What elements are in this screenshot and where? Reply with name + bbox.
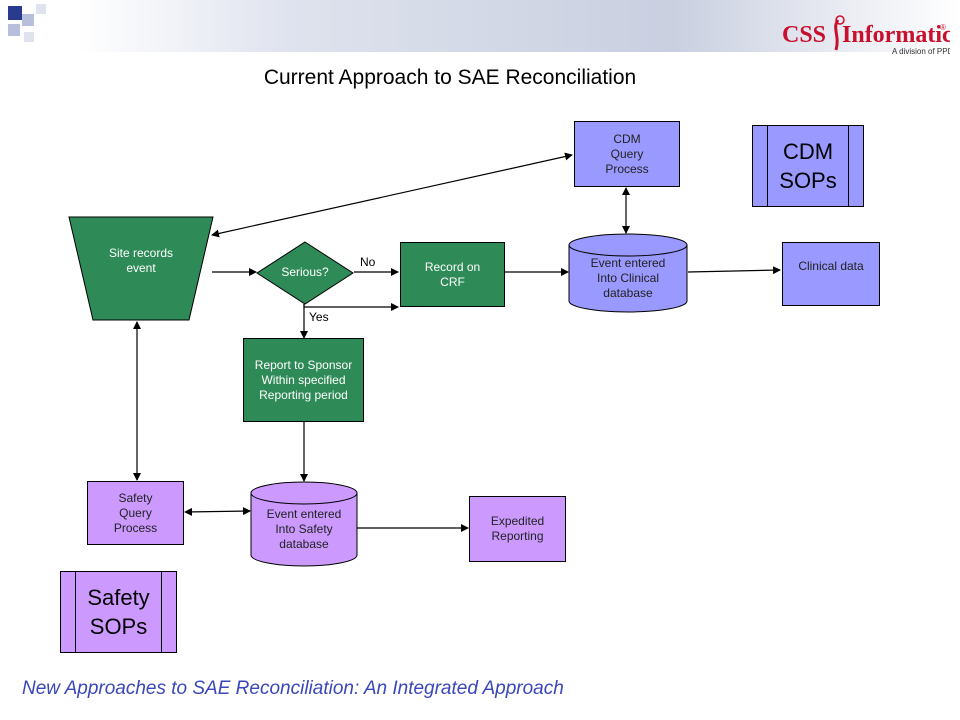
svg-text:CSS: CSS xyxy=(782,22,826,48)
serious-decision-node: Serious? xyxy=(256,241,354,305)
header-square-3 xyxy=(8,24,20,36)
header-square-2 xyxy=(22,14,34,26)
expedited-reporting-node: Expedited Reporting xyxy=(469,496,566,562)
cdm-query-process-node: CDM Query Process xyxy=(574,121,680,187)
edge-label-yes: Yes xyxy=(309,310,329,324)
edge-clinical-db-to-clinical-data xyxy=(687,266,781,275)
header-band xyxy=(0,0,960,52)
serious-label: Serious? xyxy=(281,265,329,279)
safety-query-process-node: Safety Query Process xyxy=(87,481,184,545)
header-square-4 xyxy=(36,4,46,14)
svg-text:Informatics: Informatics xyxy=(842,22,950,48)
safety-database-label: Event entered Into Safety database xyxy=(266,506,342,551)
header-square-5 xyxy=(24,32,34,42)
record-on-crf-node: Record on CRF xyxy=(400,242,505,307)
svg-text:®: ® xyxy=(940,23,946,32)
diamond-shape xyxy=(256,241,354,305)
cdm-sops-node: CDM SOPs xyxy=(752,125,864,207)
clinical-database-label: Event entered Into Clinical database xyxy=(590,255,666,300)
svg-text:A division of PPD: A division of PPD xyxy=(892,47,950,56)
safety-database-node: Event entered Into Safety database xyxy=(250,481,358,567)
site-records-label: Site records event xyxy=(108,246,174,275)
edge-safety-query-safety-db xyxy=(184,507,251,516)
header-square-1 xyxy=(8,6,22,20)
report-to-sponsor-node: Report to Sponsor Within specified Repor… xyxy=(243,338,364,422)
logo-graphic: CSS Informatics ® A division of PPD xyxy=(782,15,960,56)
footer-text: New Approaches to SAE Reconciliation: An… xyxy=(22,678,564,699)
site-records-node: Site records event xyxy=(68,216,214,322)
company-logo: CSS Informatics ® A division of PPD xyxy=(780,14,960,56)
edge-cdm-query-site xyxy=(211,152,573,238)
edge-label-no: No xyxy=(360,255,376,269)
clinical-database-node: Event entered Into Clinical database xyxy=(568,233,688,313)
slide-title: Current Approach to SAE Reconciliation xyxy=(263,66,637,89)
cylinder-shape xyxy=(568,233,688,313)
safety-sops-node: Safety SOPs xyxy=(60,571,177,653)
trapezoid-shape xyxy=(68,216,214,321)
cylinder-shape xyxy=(250,481,358,567)
clinical-data-node: Clinical data xyxy=(782,242,880,306)
